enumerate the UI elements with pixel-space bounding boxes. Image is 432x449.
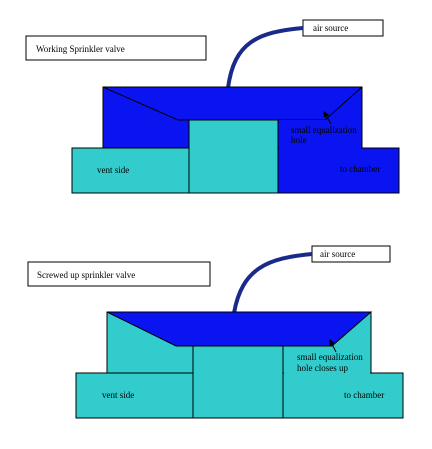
working-valve-section: Working Sprinkler valve air source vent …: [25, 19, 400, 194]
working-hole-arrow: [323, 111, 332, 125]
screwed-vent-side-label: vent side: [102, 390, 134, 400]
screwed-air-pocket: [106, 311, 373, 347]
working-center-plug: [188, 119, 279, 194]
screwed-title-box: [27, 261, 211, 287]
screwed-hole-arrow: [329, 339, 337, 353]
screwed-air-source-label: air source: [320, 249, 355, 259]
screwed-hole-label-line2: hole closes up: [297, 363, 348, 373]
working-title: Working Sprinkler valve: [36, 44, 125, 54]
working-chamber-fill: [279, 120, 361, 150]
screwed-up-valve-section: Screwed up sprinkler valve air source ve…: [27, 245, 404, 419]
working-vent-side-block: [71, 147, 190, 194]
working-to-chamber-label: to chamber: [340, 164, 380, 174]
working-air-source-label: air source: [313, 23, 348, 33]
screwed-air-tube: [232, 252, 313, 314]
working-vent-side-label: vent side: [97, 165, 129, 175]
working-title-box: [25, 35, 207, 61]
working-air-tube: [226, 26, 304, 89]
screwed-vent-side-block: [75, 372, 194, 419]
working-hole-label-line1: small equalization: [291, 125, 357, 135]
screwed-hole-label-line1: small equalization: [297, 352, 363, 362]
screwed-center-plug: [192, 345, 284, 419]
working-hole-label-line2: hole: [291, 135, 307, 145]
screwed-title: Screwed up sprinkler valve: [37, 270, 135, 280]
working-chamber-passage: [277, 147, 400, 194]
screwed-to-chamber-label: to chamber: [344, 390, 384, 400]
screwed-chamber-fill: [284, 347, 370, 375]
screwed-chamber-passage: [282, 372, 404, 419]
